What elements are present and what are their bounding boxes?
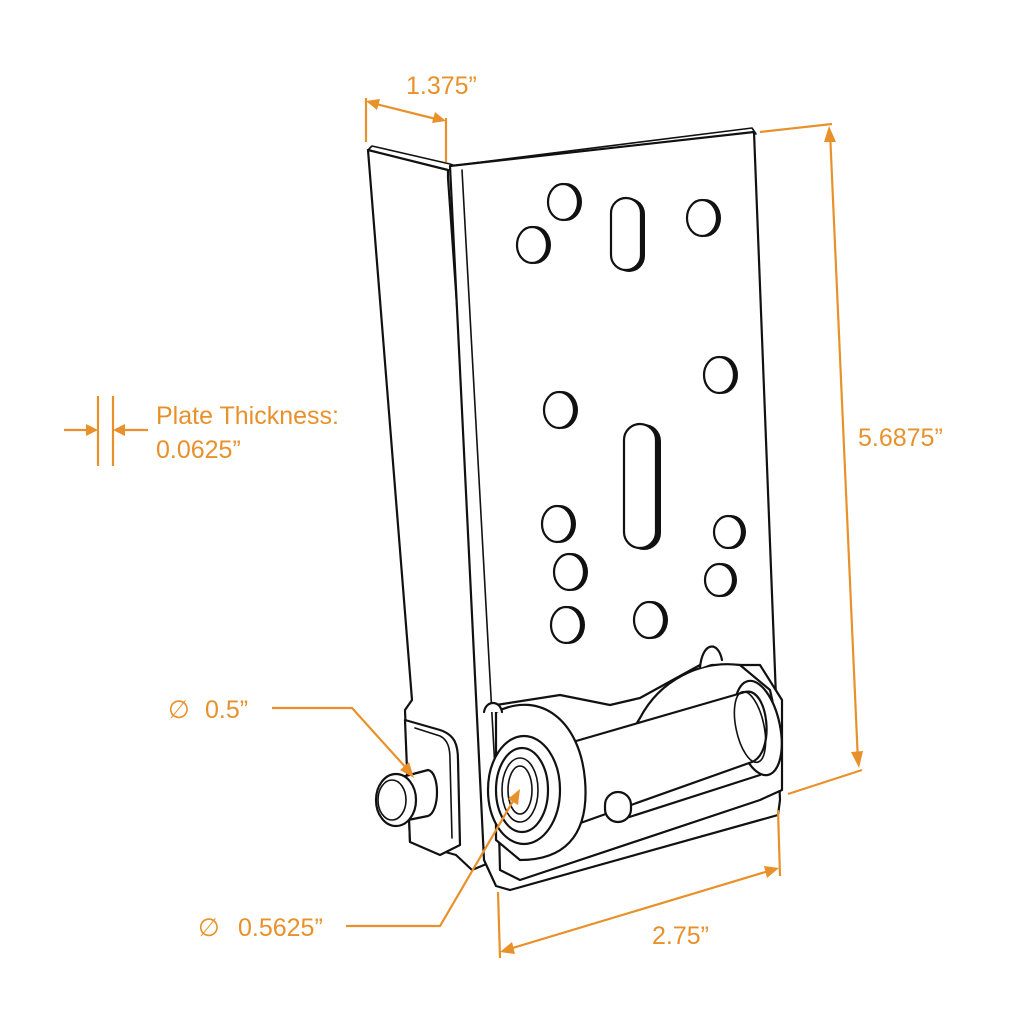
hole: [702, 355, 738, 395]
bushing-ring: [494, 746, 550, 834]
hole: [712, 514, 746, 550]
axle-slot: [603, 790, 633, 824]
housing-tab: [698, 645, 724, 670]
dim-plate-thickness: Plate Thickness: 0.0625”: [64, 396, 339, 466]
hole: [515, 225, 551, 265]
axle-end-ring: [733, 690, 767, 764]
dim-pin-diameter: ∅ 0.5”: [168, 696, 414, 778]
lip-tab: [482, 701, 504, 714]
side-flange: [366, 148, 498, 872]
pin-diameter-label: 0.5”: [205, 696, 248, 724]
plate-thickness-label: Plate Thickness:: [156, 402, 339, 430]
plate-top-edge: [449, 127, 757, 167]
hole: [552, 552, 588, 592]
mounting-holes: [515, 182, 746, 645]
pin-head: [374, 772, 418, 828]
plate-inner-edge: [461, 169, 501, 861]
bore-diameter-label: 0.5625”: [238, 914, 323, 942]
pin-diameter-symbol: ∅: [168, 696, 190, 724]
hole: [542, 390, 578, 430]
hole: [549, 605, 585, 645]
side-pin-assembly: [374, 718, 462, 857]
plate-thickness-value: 0.0625”: [156, 436, 241, 464]
width-label: 2.75”: [652, 922, 709, 950]
axle-tube: [550, 690, 768, 828]
dim-width: 2.75”: [496, 809, 782, 959]
bushing-bore: [501, 757, 539, 823]
slots: [609, 196, 661, 550]
height-label: 5.6875”: [858, 424, 943, 452]
slot-middle: [622, 422, 661, 550]
dim-height: 5.6875”: [759, 122, 943, 796]
slot-upper: [609, 196, 645, 272]
dim-flange-width: 1.375”: [364, 72, 477, 162]
hole: [546, 182, 582, 222]
hole: [703, 562, 737, 598]
bore-diameter-symbol: ∅: [198, 914, 220, 942]
pin-head-rim: [377, 779, 407, 821]
hole: [685, 198, 721, 238]
flange-width-label: 1.375”: [406, 72, 477, 100]
hole: [540, 504, 576, 544]
bushing-inner: [507, 765, 533, 815]
dim-bore-diameter: ∅ 0.5625”: [198, 789, 520, 942]
hole: [632, 600, 668, 640]
roller-assembly: [482, 645, 784, 882]
pin-mount-inner: [414, 727, 453, 839]
